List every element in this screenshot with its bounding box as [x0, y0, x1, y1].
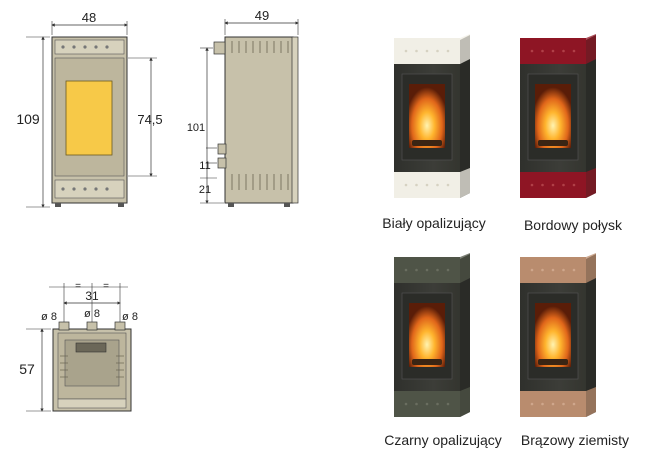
- fire-window-white: [409, 84, 445, 148]
- front-width-label: 48: [82, 10, 96, 25]
- pipe-right-label: ø 8: [122, 311, 138, 323]
- fire-window-black: [409, 303, 445, 367]
- variant-label-white: Biały opalizujący: [382, 215, 486, 231]
- front-height-label: 109: [16, 111, 40, 127]
- variant-label-burgundy: Bordowy połysk: [523, 217, 623, 233]
- pipe-center-label: ø 8: [84, 308, 100, 320]
- equal-mark-right: =: [103, 281, 109, 292]
- side-depth-label: 49: [255, 8, 269, 23]
- side-height-label: 101: [187, 122, 205, 134]
- pipe-base-label: 21: [199, 184, 211, 196]
- spacing-label: 31: [85, 289, 99, 303]
- stove-brown: [520, 253, 596, 417]
- color-variants: [394, 34, 596, 417]
- side-view: 49 101 11 21: [187, 8, 299, 207]
- equal-mark-left: =: [75, 281, 81, 292]
- top-depth-label: 57: [19, 361, 35, 377]
- stove-burgundy: [520, 34, 596, 198]
- fire-window-burgundy: [535, 84, 571, 148]
- stove-white: [394, 34, 470, 198]
- window-height-label: 74,5: [137, 112, 162, 127]
- stove-black: [394, 253, 470, 417]
- variant-label-black: Czarny opalizujący: [384, 432, 502, 448]
- front-view: 48 109 74,5: [16, 10, 163, 208]
- top-view: = = 31 ø 8 ø 8 ø 8 57: [19, 281, 138, 412]
- window-glass: [65, 80, 113, 156]
- fire-window-brown: [535, 303, 571, 367]
- pipe-left-label: ø 8: [41, 311, 57, 323]
- variant-label-brown: Brązowy ziemisty: [520, 432, 630, 448]
- pipe-gap-label: 11: [199, 160, 210, 172]
